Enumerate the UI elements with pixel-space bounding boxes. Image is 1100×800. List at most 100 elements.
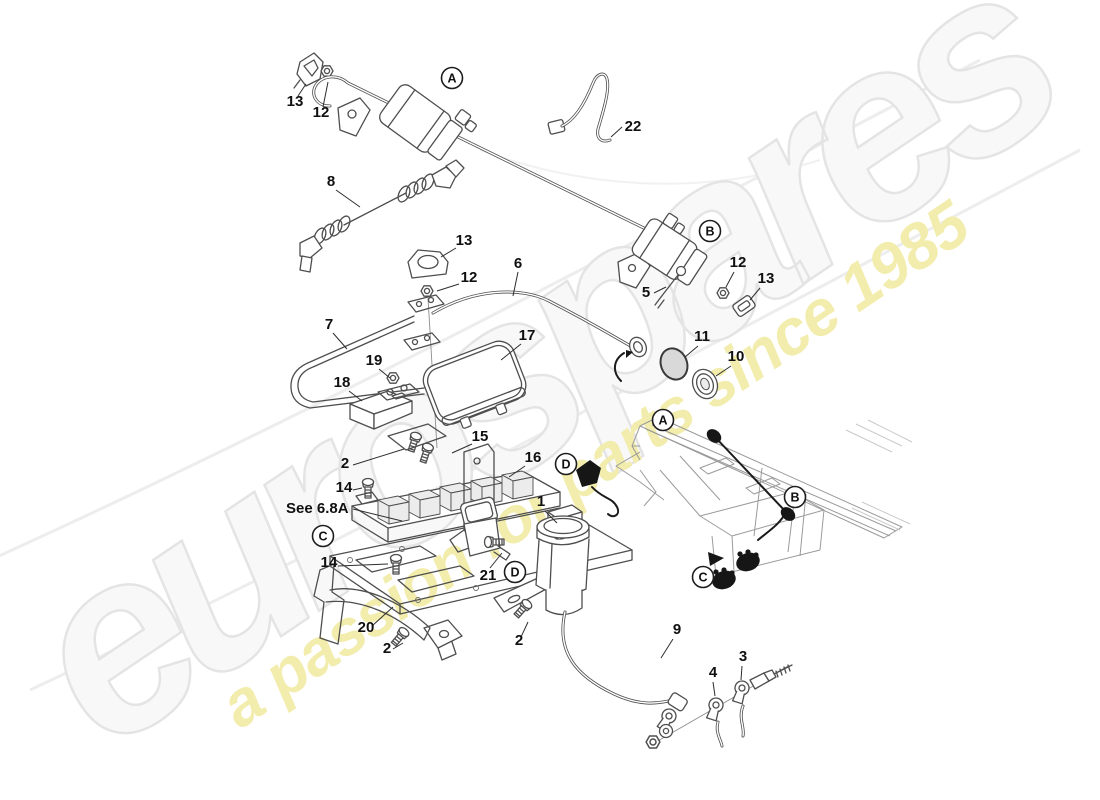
callout-16: 16 <box>508 449 542 478</box>
svg-text:11: 11 <box>694 328 710 345</box>
svg-text:4: 4 <box>709 664 718 681</box>
svg-text:C: C <box>318 530 327 544</box>
marker-c-left: C <box>311 524 335 548</box>
callout-15: 15 <box>451 428 489 454</box>
lead-3 <box>730 678 752 738</box>
svg-text:C: C <box>698 571 707 585</box>
svg-text:A: A <box>447 72 456 86</box>
svg-text:6: 6 <box>514 255 522 272</box>
cruise-actuator-a <box>337 84 477 161</box>
svg-text:A: A <box>658 414 667 428</box>
svg-text:17: 17 <box>519 327 536 344</box>
nut-19 <box>386 372 400 384</box>
callout-7: 7 <box>325 316 348 350</box>
svg-text:2: 2 <box>515 632 523 649</box>
marker-b-chassis: B <box>783 485 807 509</box>
callout-3: 3 <box>739 648 747 681</box>
svg-text:3: 3 <box>739 648 747 665</box>
connector-d <box>576 460 619 518</box>
marker-c-chassis: C <box>691 565 715 589</box>
callout-11: 11 <box>684 328 710 358</box>
svg-text:13: 13 <box>758 270 775 287</box>
svg-text:B: B <box>705 225 714 239</box>
svg-text:14: 14 <box>321 554 338 571</box>
nut-12-top <box>320 65 334 77</box>
callout-13-mid: 13 <box>440 232 473 258</box>
see-note: See 6.8A <box>286 500 403 522</box>
bracket-with-bolts-2 <box>387 423 447 465</box>
nut-12-right <box>716 287 730 299</box>
cable-actuator-a-to-b <box>312 75 705 259</box>
svg-text:13: 13 <box>287 93 304 110</box>
marker-b-mid: B <box>698 219 722 243</box>
ecu-cover-17 <box>422 340 527 429</box>
svg-text:8: 8 <box>327 173 335 190</box>
pump-1 <box>493 515 590 616</box>
relay-box <box>351 470 561 543</box>
plate-under-19 <box>377 383 420 401</box>
routed-cable-highlight <box>706 429 796 590</box>
callout-19: 19 <box>366 352 391 379</box>
marker-d-lower: D <box>503 560 527 584</box>
callout-17: 17 <box>500 327 536 361</box>
ground-cable-9 <box>561 610 688 734</box>
svg-text:16: 16 <box>525 449 542 466</box>
svg-text:See 6.8A: See 6.8A <box>286 500 349 517</box>
nut-12-mid <box>420 285 434 297</box>
svg-text:2: 2 <box>341 455 349 472</box>
svg-text:12: 12 <box>730 254 747 271</box>
clamp-13-top <box>293 52 324 89</box>
callout-18: 18 <box>334 374 363 402</box>
callout-13-right: 13 <box>749 270 775 301</box>
svg-text:5: 5 <box>642 284 650 301</box>
callout-8: 8 <box>327 173 361 208</box>
link-rod-5 <box>654 265 687 309</box>
svg-text:20: 20 <box>358 619 375 636</box>
callout-12-mid: 12 <box>436 269 478 292</box>
direction-arrow-icon <box>708 552 724 566</box>
wire-22 <box>547 72 612 143</box>
callout-20: 20 <box>358 606 394 636</box>
grommet-ring-10 <box>691 368 719 400</box>
callout-12-right: 12 <box>725 254 747 288</box>
svg-text:22: 22 <box>625 118 642 135</box>
support-bracket-20 <box>313 563 463 661</box>
callout-5: 5 <box>642 284 667 301</box>
marker-a-chassis: A <box>651 408 675 432</box>
callout-2-pump: 2 <box>515 621 529 649</box>
svg-text:14: 14 <box>336 479 353 496</box>
svg-text:12: 12 <box>461 269 478 286</box>
cruise-actuator-b <box>617 212 708 289</box>
svg-text:2: 2 <box>383 640 391 657</box>
callout-9: 9 <box>660 621 681 659</box>
clip-13-right <box>732 295 756 317</box>
cable-6 <box>431 290 648 382</box>
svg-text:12: 12 <box>313 104 330 121</box>
callout-2-top: 2 <box>341 448 405 472</box>
svg-text:D: D <box>510 566 519 580</box>
callout-6: 6 <box>512 255 522 297</box>
module-18 <box>349 390 413 430</box>
callout-21: 21 <box>480 552 503 584</box>
marker-d-upper: D <box>554 452 578 476</box>
svg-text:10: 10 <box>728 348 745 365</box>
svg-text:D: D <box>561 458 570 472</box>
callout-14-lower: 14 <box>321 554 389 571</box>
nut-bottom <box>645 735 661 749</box>
svg-text:15: 15 <box>472 428 489 445</box>
lead-4 <box>704 695 726 748</box>
callout-14-upper: 14 <box>336 479 363 496</box>
callout-10: 10 <box>715 348 745 377</box>
svg-text:21: 21 <box>480 567 497 584</box>
chassis-view <box>615 416 913 590</box>
callout-4: 4 <box>709 664 718 697</box>
grommet-11 <box>659 347 689 381</box>
cable-8 <box>299 159 465 273</box>
svg-text:13: 13 <box>456 232 473 249</box>
marker-a-top: A <box>440 66 464 90</box>
washer <box>658 723 674 739</box>
arrow-icon <box>626 350 633 358</box>
svg-text:1: 1 <box>537 493 545 510</box>
